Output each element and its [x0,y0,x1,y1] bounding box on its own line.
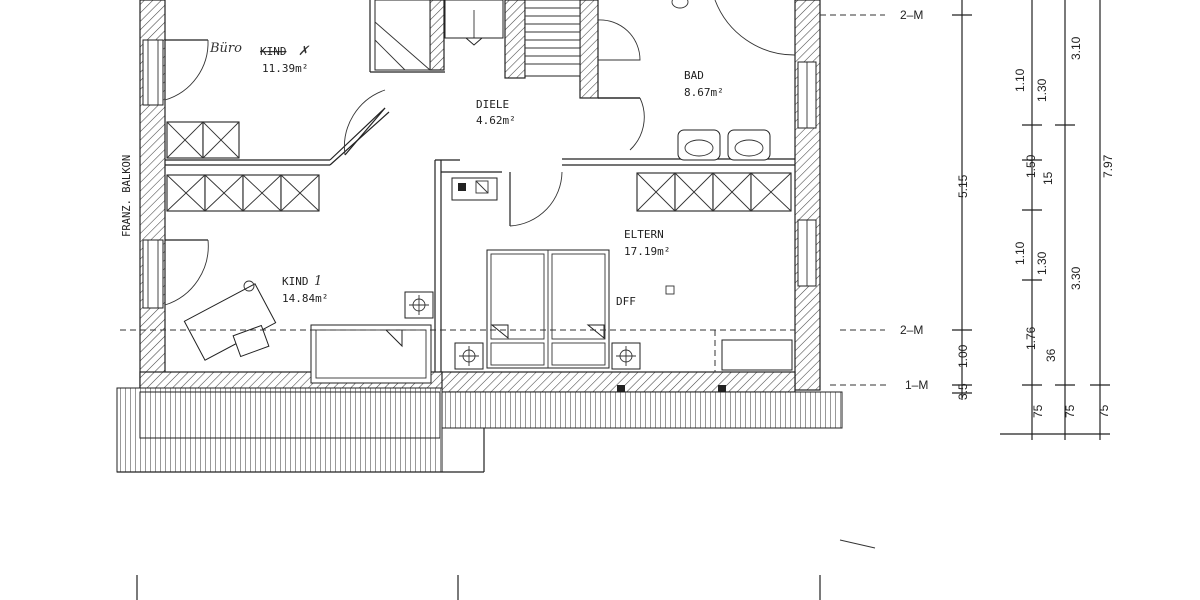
level-top: 2–M [900,8,923,22]
bad-label: BAD [684,69,704,82]
dim-main-2: 1.00 [956,344,970,368]
dim-main-3: 3.5 [956,383,970,400]
wardrobes [166,0,792,212]
dim-total: 7.97 [1101,154,1115,178]
diele-label: DIELE [476,98,509,111]
kind-label: KIND [282,275,309,288]
dim-inner-1: 1.10 [1013,68,1027,92]
dim-inner-3: 1.50 [1024,154,1038,178]
dim-eaves-1: 75 [1031,404,1045,418]
kind-area: 14.84m² [282,292,328,305]
buero-area: 11.39m² [262,62,308,75]
dim-main-1: 5.15 [956,174,970,198]
dim-eaves-2: 75 [1063,404,1077,418]
dim-middle-2: 3.30 [1069,266,1083,290]
dim-inner-2: 1.30 [1035,78,1049,102]
furniture [183,0,796,393]
level-middle: 2–M [900,323,923,337]
buero-cross: ✗ [298,44,310,59]
room-labels: Büro KIND ✗ 11.39m² DIELE 4.62m² BAD 8.6… [121,41,724,308]
level-marks: 2–M 2–M 1–M [900,8,928,392]
eltern-area: 17.19m² [624,245,670,258]
dim-middle-1: 3.10 [1069,36,1083,60]
balkon-label: FRANZ. BALKON [121,155,133,237]
eltern-label: ELTERN [624,228,664,241]
dim-eaves-3: 75 [1097,404,1111,418]
level-bottom: 1–M [905,378,928,392]
dimension-chains: 1.10 1.30 3.10 1.50 15 7.97 5.15 1.10 1.… [952,0,1115,440]
diele-area: 4.62m² [476,114,516,127]
kind-number: 1 [314,274,322,289]
interior-walls [165,0,795,372]
dim-inner-7: 1.76 [1024,326,1038,350]
dim-inner-6: 1.30 [1035,251,1049,275]
buero-label: KIND [260,45,287,58]
windows [142,39,817,309]
buero-handwritten: Büro [209,41,242,56]
kneewall-lines [120,14,890,386]
roof-eave [116,387,843,473]
dim-inner-8: 36 [1044,348,1058,362]
bad-area: 8.67m² [684,86,724,99]
dff-label: DFF [616,295,636,308]
doors [164,19,645,306]
dim-inner-4: 15 [1041,171,1055,185]
staircase [444,0,581,77]
dim-inner-5: 1.10 [1013,241,1027,265]
bottom-dimension-chain [136,539,876,600]
